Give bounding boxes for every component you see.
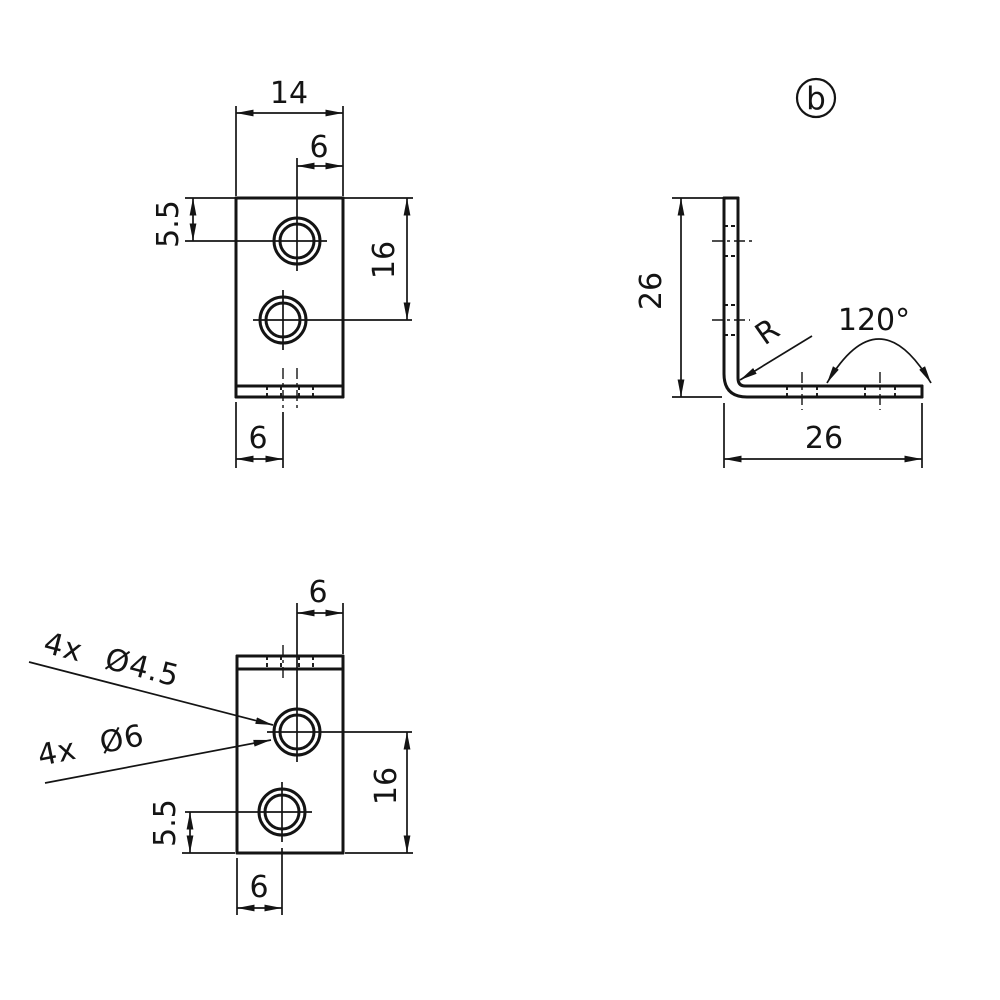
- view-front-top: 14 6 5.5 16 6: [151, 76, 413, 468]
- dimension-lines: [185, 106, 413, 468]
- angle-dimension-arc: [826, 338, 932, 384]
- dim-label-plate-width: 14: [270, 76, 308, 111]
- dimension-lines: [182, 603, 413, 915]
- view-label-b: b: [806, 81, 826, 117]
- centerlines: [185, 603, 412, 842]
- bend-radius-label: R: [749, 312, 786, 353]
- dim-label-left-edge-to-hole: 6: [248, 421, 267, 456]
- dimension-lines: [672, 197, 932, 468]
- leader-countersink-hole: [44, 739, 272, 784]
- dim-label-hole-to-right-edge: 6: [309, 130, 328, 165]
- view-side: b: [634, 77, 932, 468]
- centerlines: [185, 158, 412, 412]
- angle-profile-outline: [722, 196, 924, 399]
- hidden-hole-edges-flange-band: [266, 386, 314, 397]
- dim-label-top-edge-to-hole: 5.5: [151, 200, 186, 248]
- dim-label-hole-spacing: 16: [367, 241, 402, 279]
- callout-countersink-holes: 4x Ø6: [35, 718, 148, 774]
- leader-drill-hole: [28, 661, 274, 726]
- dim-label-hole-spacing: 16: [369, 767, 404, 805]
- dim-label-hole-to-right-edge: 6: [308, 575, 327, 610]
- view-label-circle: b: [795, 77, 837, 119]
- plate-outline: [234, 196, 345, 399]
- bend-angle-label: 120°: [838, 303, 910, 338]
- hidden-hole-edges-flange-band: [266, 656, 314, 669]
- plate-outline: [235, 654, 345, 855]
- view-front-bottom: 6 16 5.5 6 4x Ø4.5 4x Ø6: [28, 575, 413, 915]
- radius-leader-line: [739, 335, 813, 381]
- dim-label-left-edge-to-hole: 6: [249, 870, 268, 905]
- hidden-hole-edges: [724, 225, 896, 397]
- dim-label-leg-length: 26: [805, 421, 843, 456]
- leader-lines: [28, 661, 274, 784]
- dim-label-leg-height: 26: [634, 272, 669, 310]
- dim-label-bottom-edge-to-hole: 5.5: [148, 799, 183, 847]
